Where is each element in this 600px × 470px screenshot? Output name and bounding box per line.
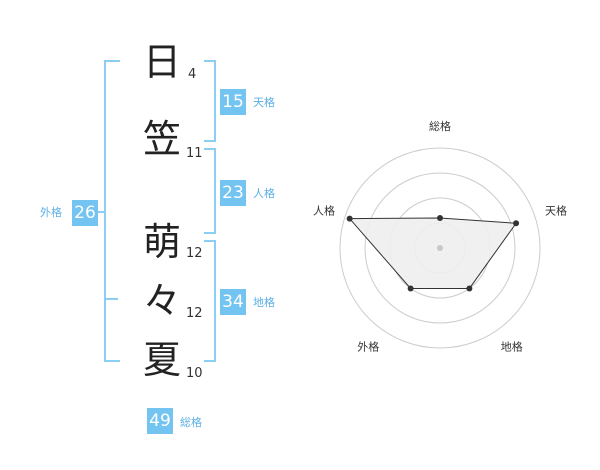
radar-grid-ring <box>339 147 541 349</box>
name-char-1: 日 <box>142 40 181 84</box>
gaikaku-bracket <box>104 60 120 362</box>
radar-grid-ring <box>364 172 516 324</box>
chikaku-label: 地格 <box>253 296 275 309</box>
stroke-count-1: 4 <box>188 67 197 82</box>
name-char-2: 笠 <box>142 117 181 161</box>
jinkaku-badge: 23 <box>220 180 246 206</box>
stroke-count-2: 11 <box>186 146 203 161</box>
soukaku-badge: 49 <box>147 408 173 434</box>
name-char-4: 々 <box>142 279 181 323</box>
radar-data-points <box>346 215 520 292</box>
radar-data-point <box>466 285 473 292</box>
name-char-3: 萌 <box>142 220 181 264</box>
radar-data-polygon <box>348 217 518 289</box>
radar-data-point <box>437 215 443 221</box>
radar-data-point <box>346 215 353 222</box>
jinkaku-label: 人格 <box>253 187 275 200</box>
name-char-5: 夏 <box>142 338 181 382</box>
tenkaku-label: 天格 <box>253 96 275 109</box>
radar-center-dot <box>437 245 443 251</box>
stroke-count-5: 10 <box>186 366 203 381</box>
radar-axis-label: 総格 <box>429 119 451 133</box>
radar-axis-label: 人格 <box>313 203 335 217</box>
gaikaku-connector <box>92 211 104 213</box>
radar-axis-label: 地格 <box>501 340 523 354</box>
radar-data-point <box>513 220 520 227</box>
chikaku-bracket <box>204 240 216 362</box>
chikaku-badge: 34 <box>220 289 246 315</box>
radar-axis-label: 外格 <box>357 340 379 354</box>
radar-axis-label: 天格 <box>545 203 567 217</box>
gaikaku-badge: 26 <box>72 200 98 226</box>
gaikaku-label: 外格 <box>40 206 62 219</box>
tenkaku-badge: 15 <box>220 89 246 115</box>
radar-data-point <box>407 285 414 292</box>
soukaku-label: 総格 <box>180 416 202 429</box>
jinkaku-bracket <box>204 148 216 234</box>
tenkaku-bracket <box>204 60 216 142</box>
gaikaku-bracket-tick <box>104 298 118 300</box>
stroke-count-3: 12 <box>186 246 203 261</box>
stroke-count-4: 12 <box>186 306 203 321</box>
